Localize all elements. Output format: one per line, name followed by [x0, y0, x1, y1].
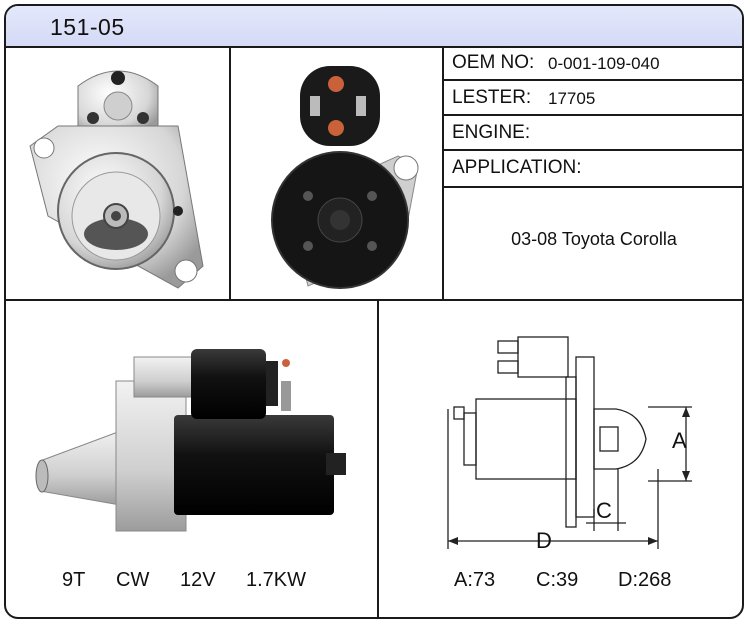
- lester-label: LESTER:: [452, 87, 532, 108]
- power-spec: 1.7KW: [246, 569, 307, 591]
- oem-row: OEM NO: 0-001-109-040: [444, 46, 742, 81]
- dimension-label-d: D: [536, 528, 552, 553]
- application-value: 03-08 Toyota Corolla: [511, 229, 677, 249]
- dimension-d-value: D:268: [618, 569, 672, 591]
- application-row: APPLICATION:: [444, 151, 742, 188]
- dimension-c-value: C:39: [536, 569, 579, 591]
- divider: [229, 46, 231, 299]
- front-view-image: [29, 70, 204, 289]
- dimension-drawing: [447, 336, 692, 549]
- dimension-a-value: A:73: [454, 569, 496, 591]
- divider: [377, 299, 379, 617]
- voltage-spec: 12V: [180, 569, 216, 591]
- teeth-spec: 9T: [62, 569, 86, 591]
- rear-view-image: [271, 66, 419, 289]
- side-view-image: [35, 349, 346, 532]
- dimension-label-c: C: [596, 498, 612, 523]
- oem-label: OEM NO:: [452, 52, 535, 73]
- lester-value: 17705: [548, 89, 596, 108]
- divider: [6, 299, 742, 301]
- product-card: 151-05: [4, 4, 744, 619]
- engine-label: ENGINE:: [452, 122, 531, 143]
- dimension-label-a: A: [672, 428, 687, 453]
- engine-row: ENGINE:: [444, 116, 742, 151]
- divider: [442, 46, 444, 299]
- part-number-title: 151-05: [50, 14, 125, 40]
- lester-row: LESTER: 17705: [444, 81, 742, 116]
- header-bar: 151-05: [6, 6, 742, 48]
- oem-value: 0-001-109-040: [548, 54, 660, 73]
- application-label: APPLICATION:: [452, 157, 582, 178]
- rotation-spec: CW: [116, 569, 150, 591]
